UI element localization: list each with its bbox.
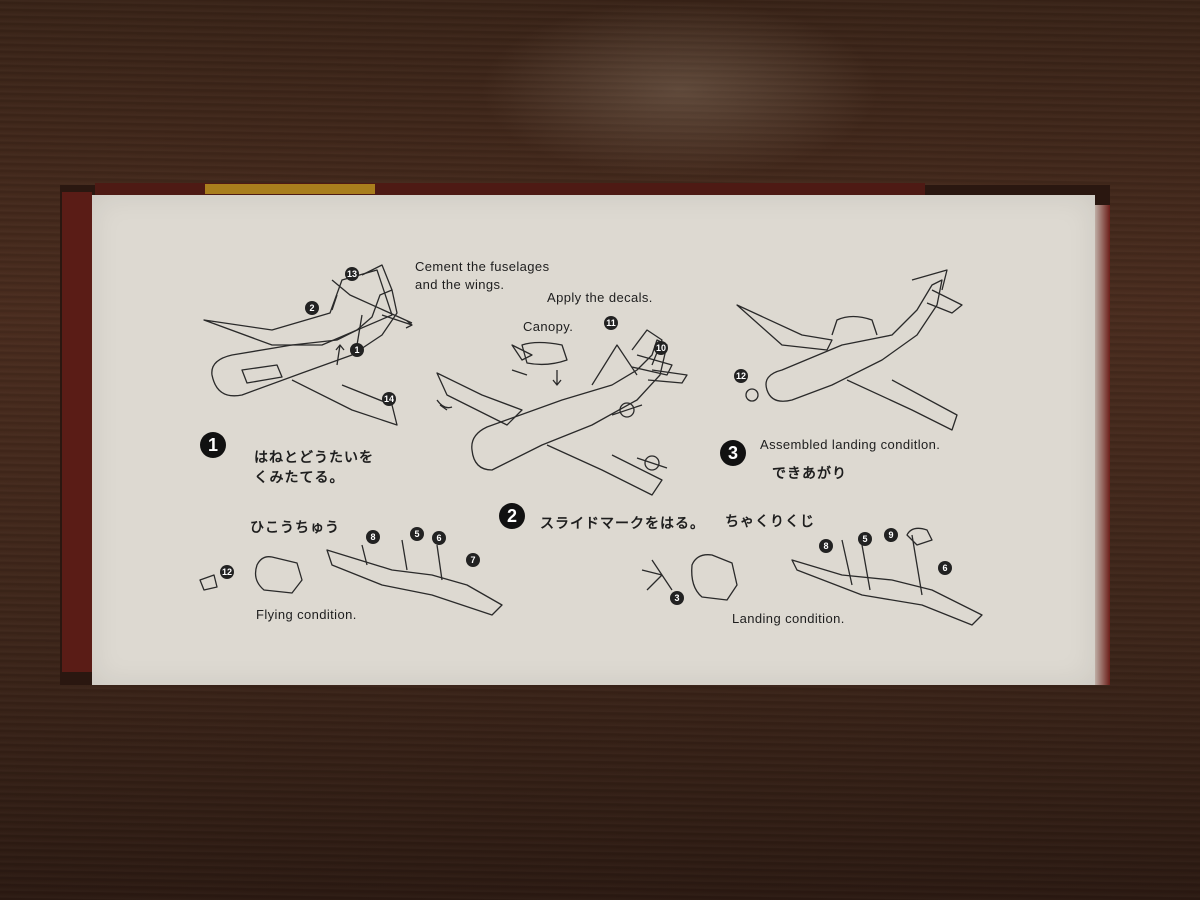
step-3-marker: 3 — [720, 440, 746, 466]
box-left-edge — [62, 192, 92, 672]
part-tag-8-landing: 8 — [819, 539, 833, 553]
step3-plane-drawing — [736, 269, 963, 431]
part-tag-7: 7 — [466, 553, 480, 567]
part-tag-5-flying: 5 — [410, 527, 424, 541]
landing-condition-drawing — [641, 527, 983, 626]
flying-japanese-text: ひこうちゅう — [250, 520, 340, 536]
canopy-label: Canopy. — [523, 319, 574, 334]
landing-japanese-text: ちゃくりくじ — [725, 514, 815, 530]
step3-japanese-text: できあがり — [772, 466, 847, 482]
part-tag-6-flying: 6 — [432, 531, 446, 545]
part-tag-2: 2 — [305, 301, 319, 315]
part-tag-1: 1 — [350, 343, 364, 357]
landing-condition-text: Landing condition. — [732, 611, 845, 626]
instruction-panel: Cement the fuselages and the wings. Appl… — [92, 195, 1095, 685]
part-tag-5-landing: 5 — [858, 532, 872, 546]
step-1-marker: 1 — [200, 432, 226, 458]
step1-japanese-line2: くみたてる。 — [254, 470, 345, 486]
decal-parts — [436, 344, 668, 471]
step1-japanese-line1: はねとどうたいを — [254, 450, 374, 466]
part-tag-13: 13 — [345, 267, 359, 281]
flying-condition-drawing — [199, 539, 503, 616]
step-2-marker: 2 — [499, 503, 525, 529]
part-tag-6-landing: 6 — [938, 561, 952, 575]
step2-japanese-text: スライドマークをはる。 — [540, 516, 705, 532]
part-tag-10: 10 — [654, 341, 668, 355]
flying-condition-text: Flying condition. — [256, 607, 357, 622]
box-edge-print-strip — [205, 184, 375, 194]
step1-plane-drawing — [203, 264, 413, 426]
apply-decals-text: Apply the decals. — [547, 290, 653, 305]
part-tag-14: 14 — [382, 392, 396, 406]
assembly-arrows — [335, 314, 562, 386]
part-tag-9: 9 — [884, 528, 898, 542]
part-tag-12-flying: 12 — [220, 565, 234, 579]
part-tag-8-flying: 8 — [366, 530, 380, 544]
part-tag-12-step3: 12 — [734, 369, 748, 383]
light-glare — [480, 0, 880, 180]
cement-text-line2: and the wings. — [415, 277, 505, 292]
part-tag-3: 3 — [670, 591, 684, 605]
box-right-edge — [1092, 205, 1110, 685]
part-tag-11: 11 — [604, 316, 618, 330]
cement-text-line1: Cement the fuselages — [415, 259, 550, 274]
assembly-drawings — [199, 264, 983, 626]
assembled-landing-text: Assembled landing conditlon. — [760, 437, 941, 452]
step2-plane-drawing — [436, 329, 688, 496]
